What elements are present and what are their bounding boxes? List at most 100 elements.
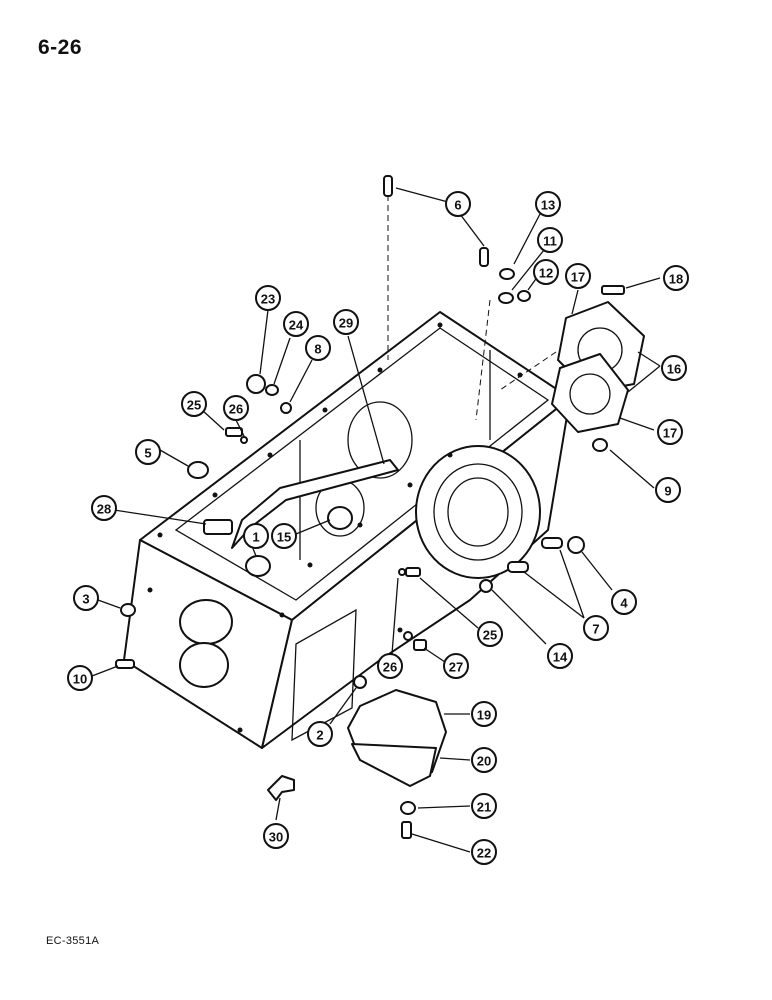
callout-16: 16 xyxy=(661,355,687,381)
callout-number: 29 xyxy=(339,316,353,331)
callout-17: 17 xyxy=(657,419,683,445)
callout-number: 24 xyxy=(289,318,304,333)
callout-number: 19 xyxy=(477,708,491,723)
callout-21: 21 xyxy=(471,793,497,819)
callout-26: 26 xyxy=(223,395,249,421)
callout-number: 13 xyxy=(541,198,555,213)
leader-lines xyxy=(91,187,661,853)
bottom-cover xyxy=(347,689,447,787)
callout-3: 3 xyxy=(73,585,99,611)
callout-20: 20 xyxy=(471,747,497,773)
callout-circle xyxy=(471,701,497,727)
callout-15: 15 xyxy=(271,523,297,549)
callout-1: 1 xyxy=(243,523,269,549)
callout-number: 22 xyxy=(477,846,491,861)
callout-circle xyxy=(443,653,469,679)
callout-19: 19 xyxy=(471,701,497,727)
callout-6: 6 xyxy=(445,191,471,217)
callout-30: 30 xyxy=(263,823,289,849)
callout-circle xyxy=(471,793,497,819)
callout-14: 14 xyxy=(547,643,573,669)
callout-number: 12 xyxy=(539,266,553,281)
callout-number: 20 xyxy=(477,754,491,769)
callout-circle xyxy=(537,227,563,253)
figure-code: EC-3551A xyxy=(46,935,100,947)
callout-28: 28 xyxy=(91,495,117,521)
callout-number: 8 xyxy=(314,342,321,357)
page-number: 6-26 xyxy=(38,36,83,59)
callout-circle xyxy=(135,439,161,465)
callout-number: 17 xyxy=(571,270,585,285)
callout-number: 9 xyxy=(664,484,671,499)
callout-5: 5 xyxy=(135,439,161,465)
callout-circle xyxy=(663,265,689,291)
callout-circle xyxy=(271,523,297,549)
callout-number: 5 xyxy=(144,446,151,461)
callout-4: 4 xyxy=(611,589,637,615)
small-parts xyxy=(115,175,625,839)
callout-8: 8 xyxy=(305,335,331,361)
callout-number: 25 xyxy=(187,398,201,413)
callout-number: 15 xyxy=(277,530,291,545)
callout-circle xyxy=(255,285,281,311)
callout-number: 27 xyxy=(449,660,463,675)
callout-number: 25 xyxy=(483,628,497,643)
callout-circle xyxy=(283,311,309,337)
callout-2: 2 xyxy=(307,721,333,747)
callout-number: 28 xyxy=(97,502,111,517)
callout-number: 23 xyxy=(261,292,275,307)
callout-25: 25 xyxy=(181,391,207,417)
callout-26: 26 xyxy=(377,653,403,679)
callout-number: 4 xyxy=(620,596,628,611)
callout-circle xyxy=(471,747,497,773)
callout-circle xyxy=(533,259,559,285)
callout-24: 24 xyxy=(283,311,309,337)
callout-number: 16 xyxy=(667,362,681,377)
callout-10: 10 xyxy=(67,665,93,691)
callout-17: 17 xyxy=(565,263,591,289)
callout-number: 2 xyxy=(316,728,323,743)
callout-number: 3 xyxy=(82,592,89,607)
callout-circle xyxy=(305,335,331,361)
callout-circle xyxy=(565,263,591,289)
callout-number: 18 xyxy=(669,272,683,287)
callout-circle xyxy=(661,355,687,381)
callout-number: 21 xyxy=(477,800,491,815)
callout-circle xyxy=(655,477,681,503)
callout-circle xyxy=(445,191,471,217)
transmission-housing xyxy=(123,311,571,749)
callout-circle xyxy=(477,621,503,647)
callout-number: 6 xyxy=(454,198,461,213)
callout-number: 10 xyxy=(73,672,87,687)
callout-18: 18 xyxy=(663,265,689,291)
callout-circle xyxy=(263,823,289,849)
callout-9: 9 xyxy=(655,477,681,503)
callout-number: 26 xyxy=(383,660,397,675)
callout-13: 13 xyxy=(535,191,561,217)
callout-circle xyxy=(471,839,497,865)
callout-number: 7 xyxy=(592,622,599,637)
callout-circle xyxy=(547,643,573,669)
callout-circle xyxy=(657,419,683,445)
callout-circle xyxy=(91,495,117,521)
callout-circle xyxy=(333,309,359,335)
callout-circle xyxy=(611,589,637,615)
callout-circle xyxy=(223,395,249,421)
callout-circle xyxy=(307,721,333,747)
cover-plates xyxy=(551,301,645,433)
callout-number: 1 xyxy=(252,530,259,545)
callout-circle xyxy=(73,585,99,611)
callout-25: 25 xyxy=(477,621,503,647)
callout-number: 17 xyxy=(663,426,677,441)
callout-29: 29 xyxy=(333,309,359,335)
callout-number: 11 xyxy=(543,234,557,249)
callout-circle xyxy=(181,391,207,417)
callout-number: 14 xyxy=(553,650,568,665)
callout-circle xyxy=(583,615,609,641)
callout-27: 27 xyxy=(443,653,469,679)
callout-7: 7 xyxy=(583,615,609,641)
callout-12: 12 xyxy=(533,259,559,285)
callout-circle xyxy=(535,191,561,217)
